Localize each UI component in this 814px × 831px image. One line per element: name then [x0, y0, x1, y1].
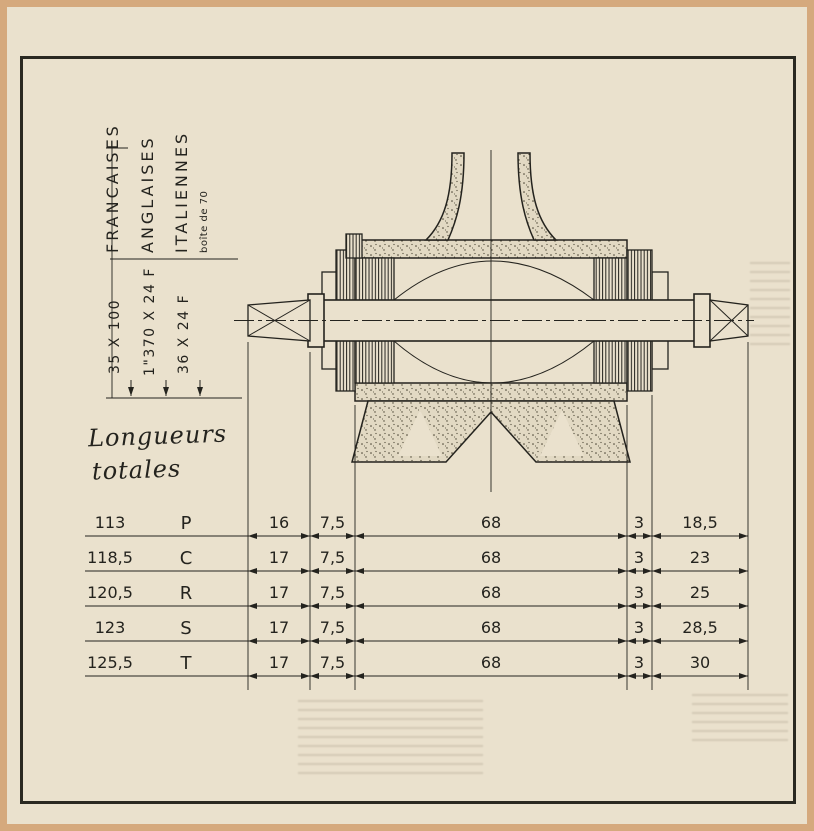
dim-offset: 7,5: [319, 618, 346, 637]
dim-flange: 3: [633, 653, 645, 672]
dim-protrusion: 25: [689, 583, 711, 602]
dim-offset: 7,5: [319, 513, 346, 532]
dim-protrusion: 23: [689, 548, 711, 567]
standard-spec-italiennes: 36 X 24 F: [176, 293, 192, 374]
dim-flange: 3: [633, 513, 645, 532]
dimension-lines: [85, 533, 748, 679]
shell-bore: [393, 260, 595, 384]
seat-tube-right-wall: [517, 152, 558, 241]
dim-taper: 17: [268, 583, 290, 602]
dim-taper: 17: [268, 618, 290, 637]
standard-name-anglaises: ANGLAISES: [138, 135, 157, 253]
dim-offset: 7,5: [319, 653, 346, 672]
dim-protrusion: 28,5: [682, 618, 718, 637]
model-code: S: [180, 618, 192, 639]
total-lengths-label-line1: Longueurs: [87, 419, 228, 453]
model-code: R: [179, 583, 193, 604]
standard-name-francaises: FRANCAISES: [103, 123, 122, 253]
model-code: T: [180, 653, 192, 674]
model-code: C: [179, 548, 193, 569]
dim-shell-width: 68: [480, 548, 502, 567]
total-length-value: 125,5: [87, 653, 133, 672]
standard-name-italiennes: ITALIENNES: [172, 130, 191, 253]
standards-bracket: [106, 147, 242, 399]
dim-offset: 7,5: [319, 583, 346, 602]
drawing-plate-border: [20, 56, 796, 804]
dim-shell-width: 68: [480, 653, 502, 672]
dim-flange: 3: [633, 548, 645, 567]
dim-shell-width: 68: [480, 618, 502, 637]
ink-bleed-bottom: [298, 700, 483, 776]
dim-flange: 3: [633, 583, 645, 602]
ink-bleed-right: [750, 262, 790, 352]
dim-offset: 7,5: [319, 548, 346, 567]
total-length-value: 118,5: [87, 548, 133, 567]
total-length-value: 120,5: [87, 583, 133, 602]
dim-flange: 3: [633, 618, 645, 637]
total-length-value: 123: [94, 618, 126, 637]
shell-section: [351, 152, 631, 463]
dim-protrusion: 18,5: [682, 513, 718, 532]
dim-taper: 17: [268, 548, 290, 567]
dim-taper: 17: [268, 653, 290, 672]
total-lengths-label-line2: totales: [91, 454, 182, 486]
standard-note-italiennes: boîte de 70: [199, 190, 210, 253]
dim-protrusion: 30: [689, 653, 711, 672]
dim-shell-width: 68: [480, 513, 502, 532]
dim-taper: 16: [268, 513, 290, 532]
ink-bleed-bottom-right: [692, 694, 788, 744]
dim-shell-width: 68: [480, 583, 502, 602]
centerlines: [234, 150, 754, 492]
standard-spec-francaises: 35 X 100: [107, 298, 123, 374]
model-code: P: [180, 513, 192, 534]
seat-tube-left-wall: [424, 152, 465, 241]
standard-spec-anglaises: 1"370 X 24 F: [142, 267, 158, 376]
total-length-value: 113: [94, 513, 126, 532]
left-cup-tab: [345, 233, 363, 259]
